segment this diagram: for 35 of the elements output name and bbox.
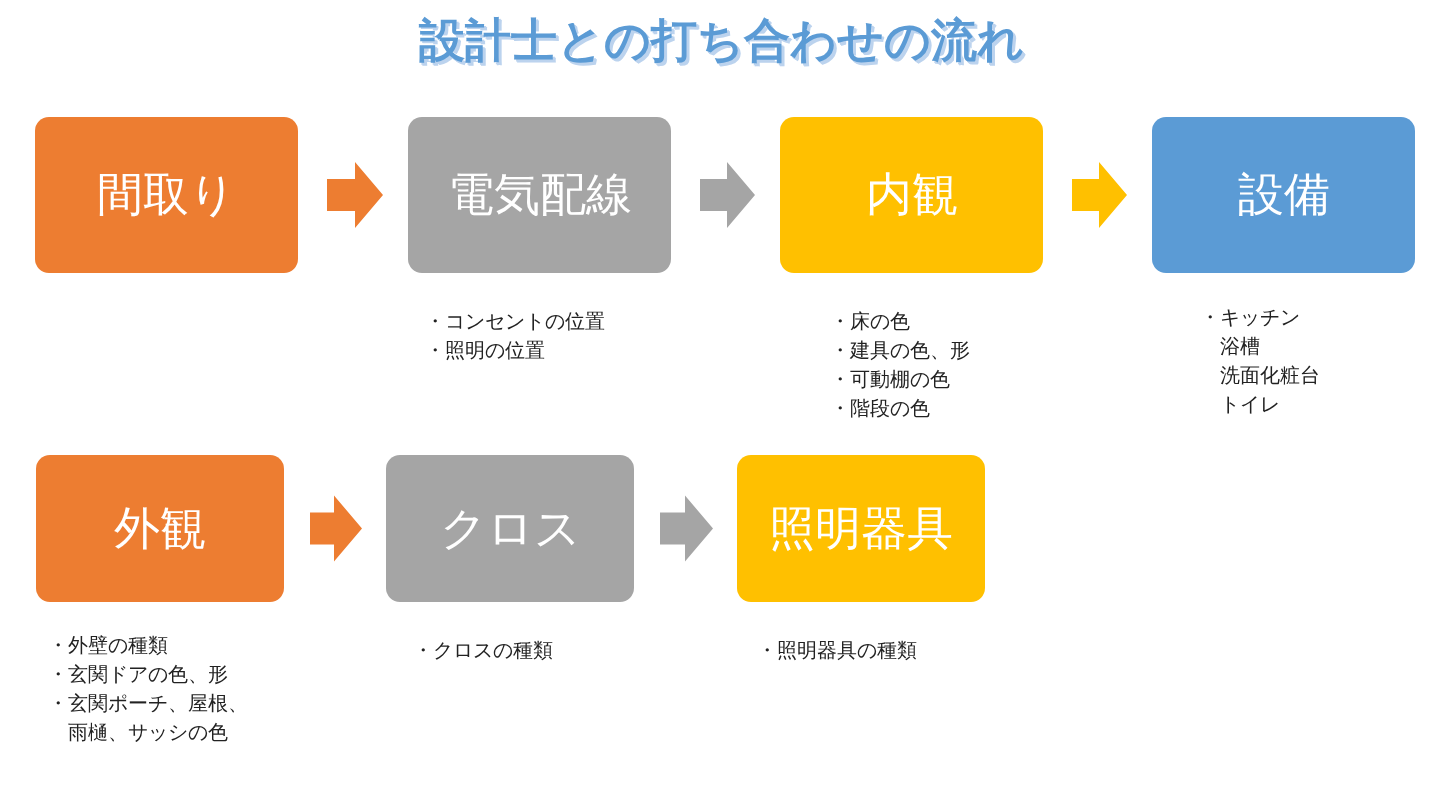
title: 設計士との打ち合わせの流れ <box>418 13 1024 67</box>
list-item: 浴槽 <box>1219 333 1261 360</box>
arrow <box>700 162 755 228</box>
list-item: ・可動棚の色 <box>830 366 951 393</box>
process-box <box>386 455 634 602</box>
step-label: クロス <box>439 499 581 557</box>
process-box <box>1152 117 1415 273</box>
list-item: ・照明器具の種類 <box>757 637 918 664</box>
process-box <box>780 117 1043 273</box>
list-item: ・クロスの種類 <box>413 637 554 664</box>
step-label: 間取り <box>97 166 236 223</box>
step-label: 電気配線 <box>447 166 632 223</box>
step-label: 外観 <box>114 499 206 557</box>
list-item: ・階段の色 <box>830 395 931 422</box>
step-label: 照明器具 <box>769 499 953 557</box>
list-item: 洗面化粧台 <box>1219 362 1321 389</box>
list-item: ・照明の位置 <box>425 337 546 364</box>
list-item: トイレ <box>1219 391 1281 418</box>
process-box <box>737 455 985 602</box>
list-item: ・キッチン <box>1200 304 1301 331</box>
list-item: ・外壁の種類 <box>48 632 169 659</box>
list-item: ・建具の色、形 <box>830 337 971 364</box>
arrow <box>1072 162 1127 228</box>
arrow <box>327 162 383 228</box>
process-box <box>35 117 298 273</box>
step-label: 設備 <box>1237 166 1330 223</box>
list-item: ・玄関ドアの色、形 <box>48 661 229 688</box>
list-item: ・玄関ポーチ、屋根、雨樋、サッシの色 <box>48 690 249 746</box>
process-box <box>408 117 671 273</box>
arrow <box>660 495 713 562</box>
arrow <box>310 495 362 562</box>
list-item: ・床の色 <box>830 308 911 335</box>
list-item: ・コンセントの位置 <box>425 308 606 335</box>
process-box <box>36 455 284 602</box>
step-label: 内観 <box>865 166 958 223</box>
